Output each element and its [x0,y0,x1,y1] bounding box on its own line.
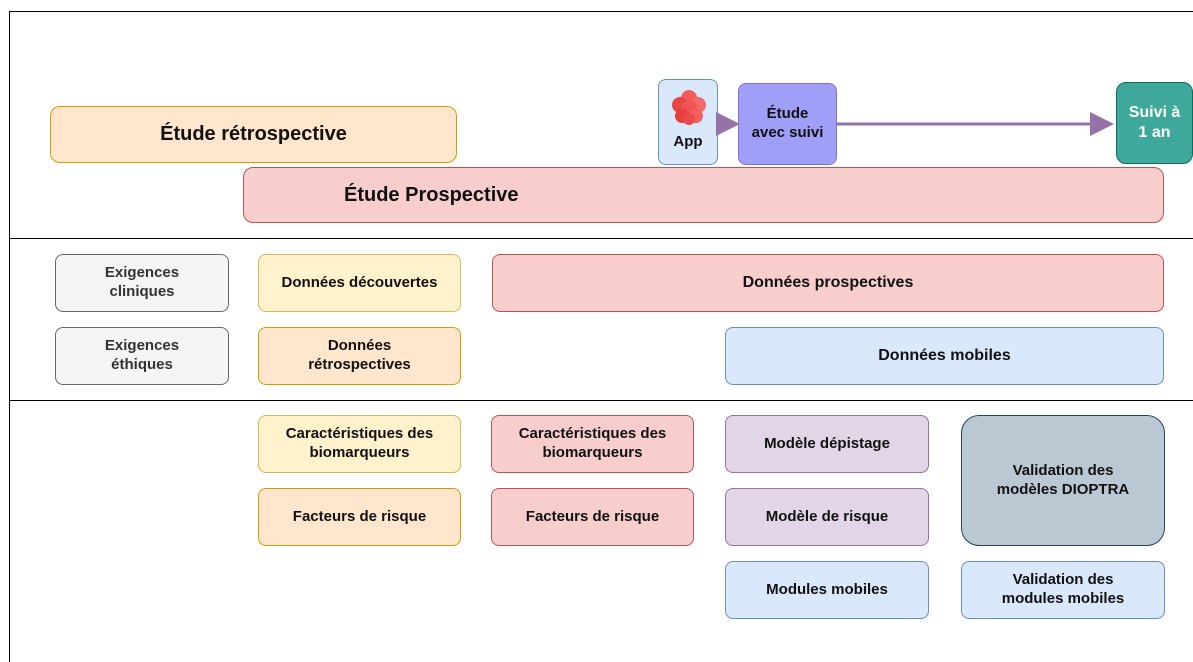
app-box: App [658,79,718,165]
risk-model-label: Modèle de risque [765,507,889,525]
biomarkers-characteristics-yellow-box: Caractéristiques des biomarqueurs [258,415,461,473]
biomarkers-characteristics-red-box: Caractéristiques des biomarqueurs [491,415,694,473]
risk-factors-red-box: Facteurs de risque [491,488,694,546]
mobile-data-box: Données mobiles [725,327,1164,385]
screening-model-label: Modèle dépistage [764,434,890,452]
dioptra-validation-box: Validation des modèles DIOPTRA [961,415,1165,546]
risk-model-box: Modèle de risque [725,488,929,546]
followup-study-box: Étude avec suivi [738,83,837,165]
clinical-requirements-box: Exigences cliniques [55,254,229,312]
ethical-requirements-box: Exigences éthiques [55,327,229,385]
dioptra-validation-label: Validation des modèles DIOPTRA [996,461,1130,498]
section-divider-1 [9,238,1193,239]
biomarkers-characteristics-red-label: Caractéristiques des biomarqueurs [518,425,667,461]
app-label: App [673,133,703,151]
mobile-modules-label: Modules mobiles [766,580,888,598]
screening-model-box: Modèle dépistage [725,415,929,473]
retrospective-study-box: Étude rétrospective [50,106,457,163]
retrospective-study-label: Étude rétrospective [160,123,347,145]
risk-factors-orange-label: Facteurs de risque [292,507,427,525]
clinical-requirements-label: Exigences cliniques [104,264,180,300]
frame-top-border [9,11,1193,12]
mobile-modules-validation-label: Validation des modules mobiles [1001,571,1125,607]
one-year-followup-box: Suivi à 1 an [1116,82,1193,164]
prospective-data-label: Données prospectives [742,274,914,291]
frame-left-border [9,11,10,662]
mobile-modules-box: Modules mobiles [725,561,929,619]
prospective-study-label: Étude Prospective [344,183,519,206]
discovered-data-box: Données découvertes [258,254,461,312]
biomarkers-characteristics-yellow-label: Caractéristiques des biomarqueurs [285,425,434,461]
risk-factors-orange-box: Facteurs de risque [258,488,461,546]
one-year-followup-label: Suivi à 1 an [1128,104,1181,141]
risk-factors-red-label: Facteurs de risque [525,507,660,525]
followup-study-label: Étude avec suivi [751,105,824,141]
section-divider-2 [9,400,1193,401]
mobile-data-label: Données mobiles [878,347,1011,364]
ethical-requirements-label: Exigences éthiques [104,337,180,373]
discovered-data-label: Données découvertes [281,273,438,291]
prospective-study-box: Étude Prospective [243,167,1164,223]
retrospective-data-box: Données rétrospectives [258,327,461,385]
prospective-data-box: Données prospectives [492,254,1164,312]
mobile-modules-validation-box: Validation des modules mobiles [961,561,1165,619]
red-cluster-icon [669,90,709,126]
retrospective-data-label: Données rétrospectives [308,337,411,373]
